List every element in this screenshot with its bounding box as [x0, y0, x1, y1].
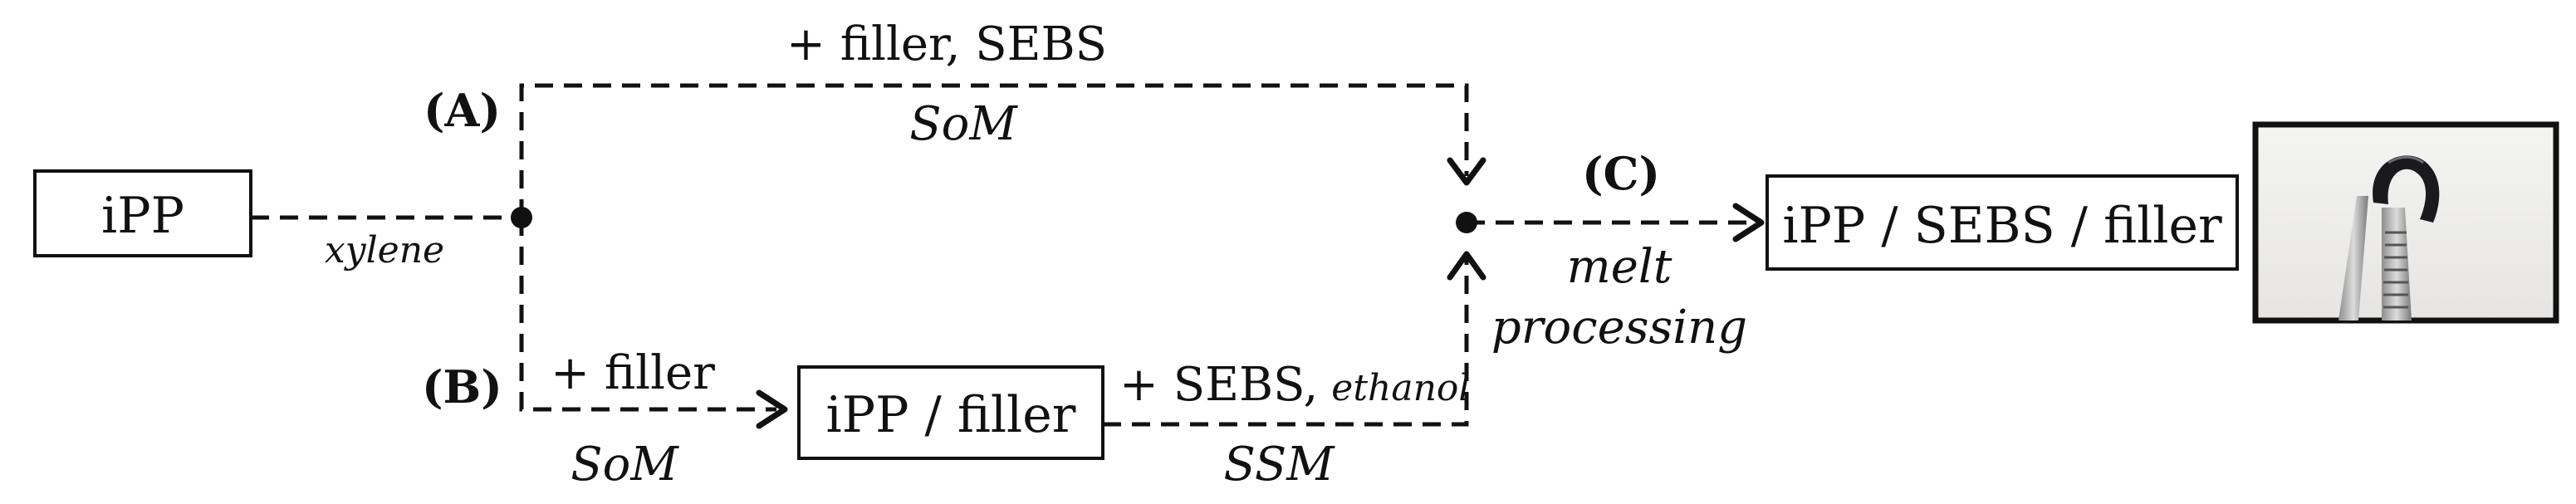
arrowhead-down	[1447, 157, 1486, 186]
route-c-tag: (C)	[1582, 147, 1660, 200]
route-b2-solvent: ethanol	[1331, 367, 1470, 409]
route-b-tag: (B)	[422, 360, 502, 413]
ipp-filler-box-label: iPP / filler	[826, 386, 1076, 444]
route-a-tag: (A)	[424, 84, 501, 137]
arrowhead-right-b	[756, 389, 788, 429]
route-c-step-line2: processing	[1491, 301, 1747, 355]
ipp-box-label: iPP	[101, 187, 184, 245]
route-b-reagents: + filler	[551, 346, 715, 400]
ipp-filler-box	[797, 365, 1104, 460]
ipp-box	[33, 169, 252, 257]
merge-junction-dot	[1456, 212, 1477, 233]
ipp-sebs-filler-box-label: iPP / SEBS / filler	[1782, 197, 2222, 255]
route-a-method: SoM	[909, 97, 1018, 151]
route-b2-path	[1103, 259, 1469, 427]
route-a-reagents: + filler, SEBS	[786, 17, 1107, 71]
bent-sample-in-tweezers-photo	[2252, 121, 2559, 324]
ipp-sebs-filler-box	[1765, 174, 2239, 271]
route-b2-reagents: + SEBS, ethanol	[1119, 358, 1471, 412]
arrowhead-right-c	[1732, 203, 1765, 242]
route-a-path	[519, 83, 1469, 218]
xylene-label: xylene	[325, 229, 444, 272]
route-b2-sebs: + SEBS,	[1119, 358, 1318, 412]
route-b2-method: SSM	[1223, 438, 1335, 492]
split-junction-dot	[511, 207, 532, 228]
route-c-step-line1: melt	[1567, 240, 1672, 294]
route-b-method: SoM	[571, 438, 679, 492]
arrowhead-up	[1447, 251, 1486, 281]
route-b-path	[519, 218, 776, 412]
